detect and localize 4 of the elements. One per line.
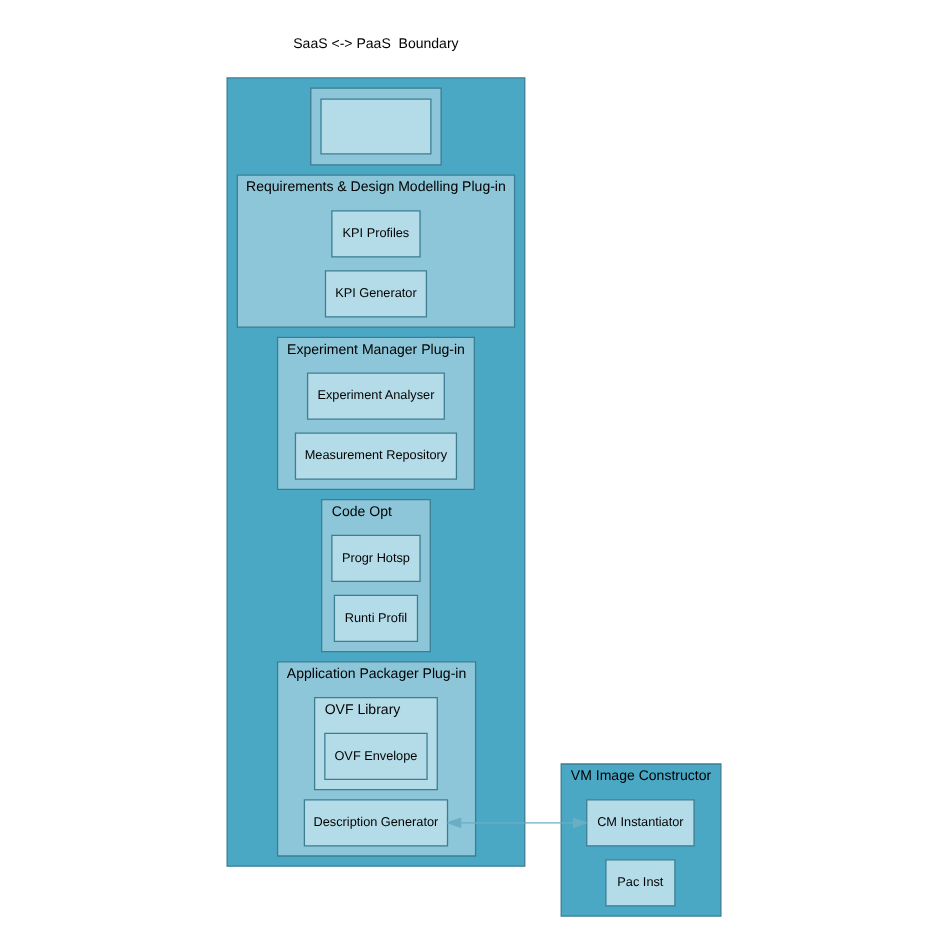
node-box <box>320 98 432 155</box>
arrow <box>445 817 589 829</box>
cluster <box>226 77 526 867</box>
cluster <box>310 87 442 166</box>
